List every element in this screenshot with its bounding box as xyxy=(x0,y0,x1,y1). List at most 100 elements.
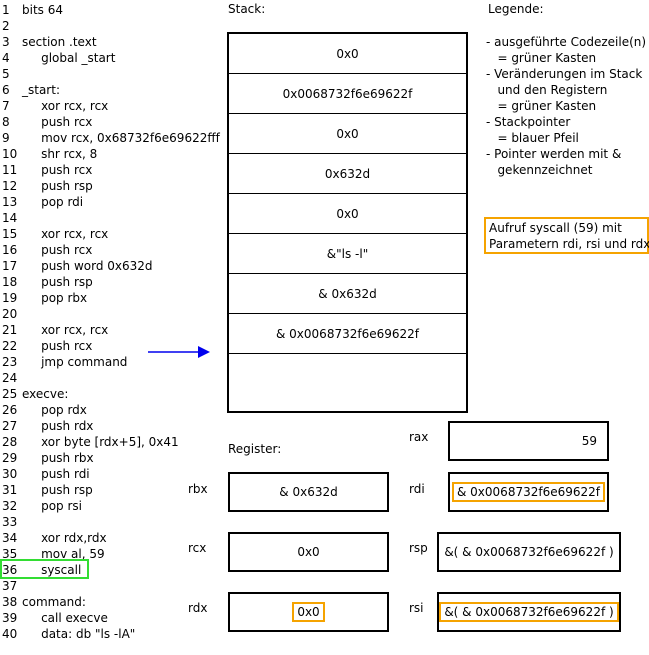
line-number: 40 xyxy=(2,627,18,641)
code-line: 29 push rbx xyxy=(2,450,94,466)
line-number: 28 xyxy=(2,435,18,449)
stack-cell-value: & 0x632d xyxy=(318,286,377,301)
code-line: 35 mov al, 59 xyxy=(2,546,105,562)
code-text: section .text xyxy=(22,35,97,49)
code-line: 22 push rcx xyxy=(2,338,92,354)
code-text: xor rcx, rcx xyxy=(22,323,109,337)
code-line: 28 xor byte [rdx+5], 0x41 xyxy=(2,434,179,450)
rsi-label: rsi xyxy=(409,601,424,615)
code-text: push rcx xyxy=(22,243,93,257)
code-line: 15 xor rcx, rcx xyxy=(2,226,108,242)
rsi-register: &( & 0x0068732f6e69622f ) xyxy=(437,592,621,632)
syscall-note: Aufruf syscall (59) mit Parametern rdi, … xyxy=(484,217,649,254)
line-number: 34 xyxy=(2,531,18,545)
legend-line: - Veränderungen im Stack xyxy=(486,67,643,81)
line-number: 27 xyxy=(2,419,18,433)
rcx-register: 0x0 xyxy=(228,532,389,572)
legend-line: = blauer Pfeil xyxy=(486,131,579,145)
code-text: mov al, 59 xyxy=(22,547,105,561)
legend-line: = grüner Kasten xyxy=(486,51,597,65)
code-text: call execve xyxy=(22,611,108,625)
code-text: xor rdx,rdx xyxy=(22,531,107,545)
stack-cell: 0x632d xyxy=(229,154,466,194)
line-number: 12 xyxy=(2,179,18,193)
code-line: 38 command: xyxy=(2,594,86,610)
line-number: 6 xyxy=(2,83,10,97)
legend-line: und den Registern xyxy=(486,83,608,97)
rdi-register: & 0x0068732f6e69622f xyxy=(448,472,609,512)
line-number: 11 xyxy=(2,163,18,177)
rdx-register: 0x0 xyxy=(228,592,389,632)
line-number: 17 xyxy=(2,259,18,273)
line-number: 32 xyxy=(2,499,18,513)
code-text: shr rcx, 8 xyxy=(22,147,98,161)
legend-title: Legende: xyxy=(488,2,544,16)
code-line: 7 xor rcx, rcx xyxy=(2,98,108,114)
code-line: 26 pop rdx xyxy=(2,402,87,418)
stack-cell-value: 0x0 xyxy=(336,46,359,61)
code-line: 34 xor rdx,rdx xyxy=(2,530,107,546)
code-line: 21 xor rcx, rcx xyxy=(2,322,108,338)
line-number: 23 xyxy=(2,355,18,369)
line-number: 2 xyxy=(2,19,10,33)
code-line: 8 push rcx xyxy=(2,114,92,130)
code-line: 12 push rsp xyxy=(2,178,93,194)
legend-line: gekennzeichnet xyxy=(486,163,593,177)
legend-line: - Pointer werden mit & xyxy=(486,147,622,161)
code-text: push rdi xyxy=(22,467,90,481)
code-line: 6 _start: xyxy=(2,82,60,98)
code-line: 23 jmp command xyxy=(2,354,127,370)
rax-value: 59 xyxy=(581,434,597,448)
line-number: 26 xyxy=(2,403,18,417)
code-text: _start: xyxy=(22,83,60,97)
legend-line: - ausgeführte Codezeile(n) xyxy=(486,35,647,49)
code-text: push rbx xyxy=(22,451,94,465)
code-line: 5 xyxy=(2,66,22,82)
rsi-value: &( & 0x0068732f6e69622f ) xyxy=(439,602,619,622)
line-number: 18 xyxy=(2,275,18,289)
line-number: 38 xyxy=(2,595,18,609)
code-text: push rsp xyxy=(22,483,93,497)
stack-cell-value: 0x0 xyxy=(336,206,359,221)
code-text: pop rbx xyxy=(22,291,88,305)
code-line: 20 xyxy=(2,306,22,322)
line-number: 21 xyxy=(2,323,18,337)
code-text: push rdx xyxy=(22,419,94,433)
rbx-value: & 0x632d xyxy=(279,485,338,499)
line-number: 36 xyxy=(2,563,18,577)
line-number: 9 xyxy=(2,131,10,145)
code-text: command: xyxy=(22,595,86,609)
stack-cell xyxy=(229,354,466,394)
code-text: xor rcx, rcx xyxy=(22,99,109,113)
line-number: 25 xyxy=(2,387,18,401)
rcx-label: rcx xyxy=(188,541,207,555)
syscall-note-line1: Aufruf syscall (59) mit xyxy=(489,221,622,235)
rsp-value: &( & 0x0068732f6e69622f ) xyxy=(444,545,614,559)
line-number: 13 xyxy=(2,195,18,209)
stack-cell: &"ls -l" xyxy=(229,234,466,274)
stack-cell-value: 0x0068732f6e69622f xyxy=(282,86,413,101)
code-text: push word 0x632d xyxy=(22,259,153,273)
stack-cell: 0x0 xyxy=(229,194,466,234)
line-number: 4 xyxy=(2,51,10,65)
stack-cell-value: &"ls -l" xyxy=(326,246,369,261)
code-line: 10 shr rcx, 8 xyxy=(2,146,97,162)
line-number: 14 xyxy=(2,211,18,225)
rsp-label: rsp xyxy=(409,541,428,555)
rax-label: rax xyxy=(409,430,429,444)
code-text: pop rdi xyxy=(22,195,84,209)
code-line: 40 data: db "ls -lA" xyxy=(2,626,135,642)
stack-cell: 0x0 xyxy=(229,114,466,154)
code-line: 11 push rcx xyxy=(2,162,92,178)
rsp-register: &( & 0x0068732f6e69622f ) xyxy=(437,532,621,572)
code-text: bits 64 xyxy=(22,3,63,17)
code-line: 9 mov rcx, 0x68732f6e69622fff xyxy=(2,130,220,146)
code-line: 37 xyxy=(2,578,22,594)
stack-pointer-arrow-icon xyxy=(148,346,210,358)
code-line: 17 push word 0x632d xyxy=(2,258,153,274)
stack-cell-value: 0x632d xyxy=(324,166,371,181)
code-line: 32 pop rsi xyxy=(2,498,82,514)
rbx-register: & 0x632d xyxy=(228,472,389,512)
